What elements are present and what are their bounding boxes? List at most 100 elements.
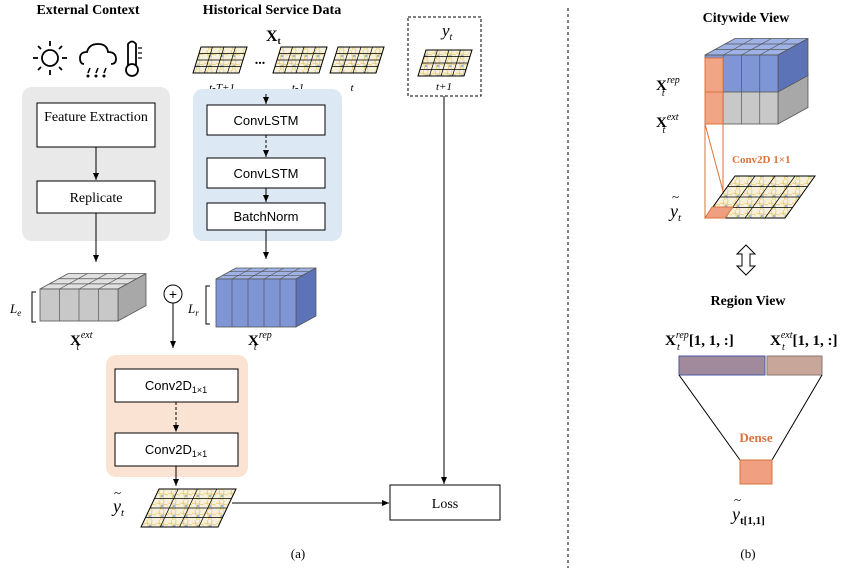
xt-sub: t <box>278 36 281 46</box>
x-ext-tensor <box>39 272 147 322</box>
region-ext-bar <box>766 355 823 376</box>
region-y-label: yt[1,1] <box>730 504 765 527</box>
frame-label-2: t <box>350 82 354 94</box>
plus-sign: + <box>169 286 177 302</box>
conv2d-box-2 <box>114 432 239 467</box>
feature-extraction-text: Feature Extraction <box>44 110 148 125</box>
convlstm-label-1: ConvLSTM <box>233 113 298 128</box>
region-ext-label: Xext[1, 1, :] <box>770 330 838 349</box>
x-rep-sup: rep <box>259 330 272 341</box>
target-label: yt <box>440 21 453 43</box>
target-sub: t <box>450 32 453 43</box>
city-y-hat-label: yt <box>668 201 682 224</box>
conv2d-sub-1: 1×1 <box>192 385 207 395</box>
lr-sub: r <box>195 308 199 318</box>
conv2d-main-2: Conv2D <box>145 442 192 457</box>
x-rep-main: X <box>248 333 259 349</box>
conv-orange-label: Conv2D 1×1 <box>732 154 791 166</box>
funnel-right <box>771 374 823 461</box>
le-main: L <box>9 301 17 316</box>
region-rep-bar <box>678 355 766 376</box>
batchnorm-box <box>206 202 326 231</box>
rain-cloud-icon <box>79 43 117 78</box>
batchnorm-label: BatchNorm <box>233 209 298 224</box>
le-label: Le <box>9 301 21 318</box>
caption-b: (b) <box>740 546 755 561</box>
caption-a: (a) <box>291 546 305 561</box>
city-y-hat-tilde: ~ <box>672 189 679 204</box>
double-arrow-icon <box>735 244 757 276</box>
region-y-tilde: ~ <box>734 492 741 507</box>
le-bracket <box>31 291 36 323</box>
citywide-title: Citywide View <box>703 11 791 26</box>
target-frame <box>417 49 473 77</box>
convlstm-box-2 <box>206 157 326 189</box>
thermometer-icon <box>125 40 142 77</box>
city-x-ext-sub: t <box>663 125 666 136</box>
loss-box <box>389 484 501 521</box>
orange-slice-ext <box>704 91 724 125</box>
x-rep-sub: t <box>254 342 257 353</box>
highlight-cell <box>704 206 734 219</box>
feature-extraction-box <box>36 102 156 148</box>
x-ext-sub: t <box>77 342 80 353</box>
xt-main: X <box>266 28 278 45</box>
conv2d-box-1 <box>114 368 239 403</box>
region-y-sub: t[1,1] <box>740 515 765 527</box>
region-ext-main: X <box>770 333 781 349</box>
lr-label: Lr <box>187 301 199 318</box>
conv2d-label-2: Conv2D1×1 <box>145 442 207 459</box>
input-frame-0 <box>192 46 248 74</box>
convlstm-box-1 <box>206 104 326 136</box>
x-ext-main: X <box>70 333 81 349</box>
replicate-label: Replicate <box>70 191 123 206</box>
city-y-hat-sub: t <box>678 212 682 224</box>
output-map <box>140 488 237 528</box>
conv2d-sub-2: 1×1 <box>192 449 207 459</box>
region-ext-sub: t <box>782 342 785 353</box>
region-title: Region View <box>710 294 786 309</box>
loss-label: Loss <box>432 497 458 512</box>
city-x-rep-main: X <box>656 78 667 94</box>
city-x-rep-sub: t <box>662 88 665 99</box>
y-hat-sub: t <box>121 507 125 519</box>
region-ext-idx: [1, 1, :] <box>793 333 838 349</box>
region-rep-idx: [1, 1, :] <box>689 333 734 349</box>
convlstm-label-2: ConvLSTM <box>233 166 298 181</box>
sun-icon <box>33 41 67 75</box>
lr-main: L <box>187 301 195 316</box>
xt-label: Xt <box>266 28 281 46</box>
x-rep-tensor <box>215 267 317 328</box>
heading-historical-service: Historical Service Data <box>203 3 341 18</box>
target-main: y <box>440 21 450 40</box>
dense-output-cell <box>739 459 773 485</box>
region-y-main: y <box>730 504 740 524</box>
region-rep-main: X <box>665 333 676 349</box>
y-hat-tilde: ~ <box>114 485 121 500</box>
city-x-ext-sup: ext <box>667 112 679 123</box>
funnel-left <box>678 374 741 461</box>
le-sub: e <box>17 308 21 318</box>
region-rep-label: Xrep[1, 1, :] <box>665 330 734 349</box>
city-y-hat-main: y <box>668 201 678 221</box>
city-x-ext-main: X <box>656 115 667 131</box>
y-hat-label: yt <box>111 496 125 519</box>
conv2d-main-1: Conv2D <box>145 378 192 393</box>
input-frame-2 <box>329 46 385 74</box>
citywide-tensor <box>704 37 809 218</box>
city-x-rep-sup: rep <box>667 75 680 86</box>
x-ext-sup: ext <box>81 330 93 341</box>
replicate-box <box>36 180 156 214</box>
frame-ellipsis: ... <box>255 53 266 68</box>
target-time: t+1 <box>436 81 452 93</box>
target-box <box>407 16 482 97</box>
orange-slice-rep <box>704 57 724 93</box>
region-rep-sup: rep <box>676 330 689 341</box>
heading-external-context: External Context <box>36 3 139 18</box>
lr-bracket <box>205 285 210 325</box>
